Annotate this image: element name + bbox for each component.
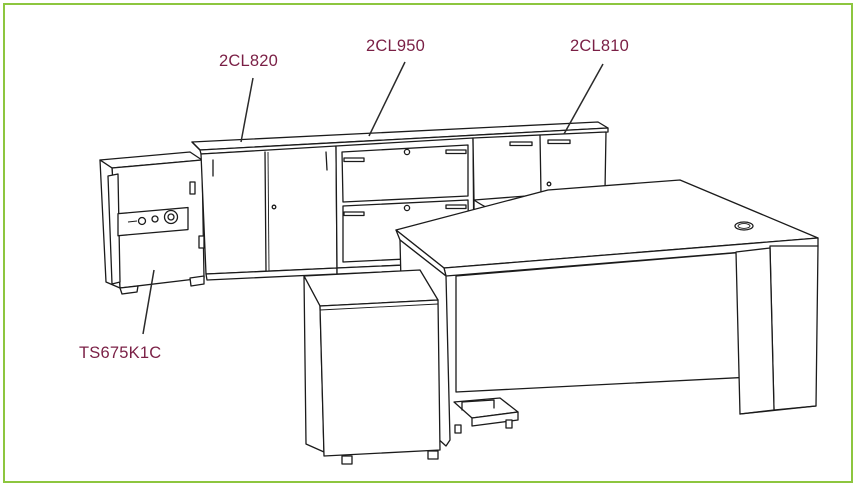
label-2cl950: 2CL950 — [366, 37, 425, 55]
callout-labels: 2CL820 2CL950 2CL810 TS675K1C — [79, 37, 629, 362]
leader-2cl810 — [563, 63, 604, 135]
mobile-pedestal — [303, 269, 441, 465]
safe — [99, 151, 205, 295]
leader-lines — [142, 61, 604, 335]
leader-2cl950 — [368, 61, 406, 137]
label-ts675k1c: TS675K1C — [79, 344, 161, 362]
diagram-frame — [3, 3, 853, 483]
leader-2cl820 — [240, 77, 254, 143]
leader-ts675k1c — [142, 269, 155, 335]
desk — [395, 179, 819, 447]
label-2cl810: 2CL810 — [570, 37, 629, 55]
label-2cl820: 2CL820 — [219, 52, 278, 70]
back-credenza — [191, 121, 609, 281]
